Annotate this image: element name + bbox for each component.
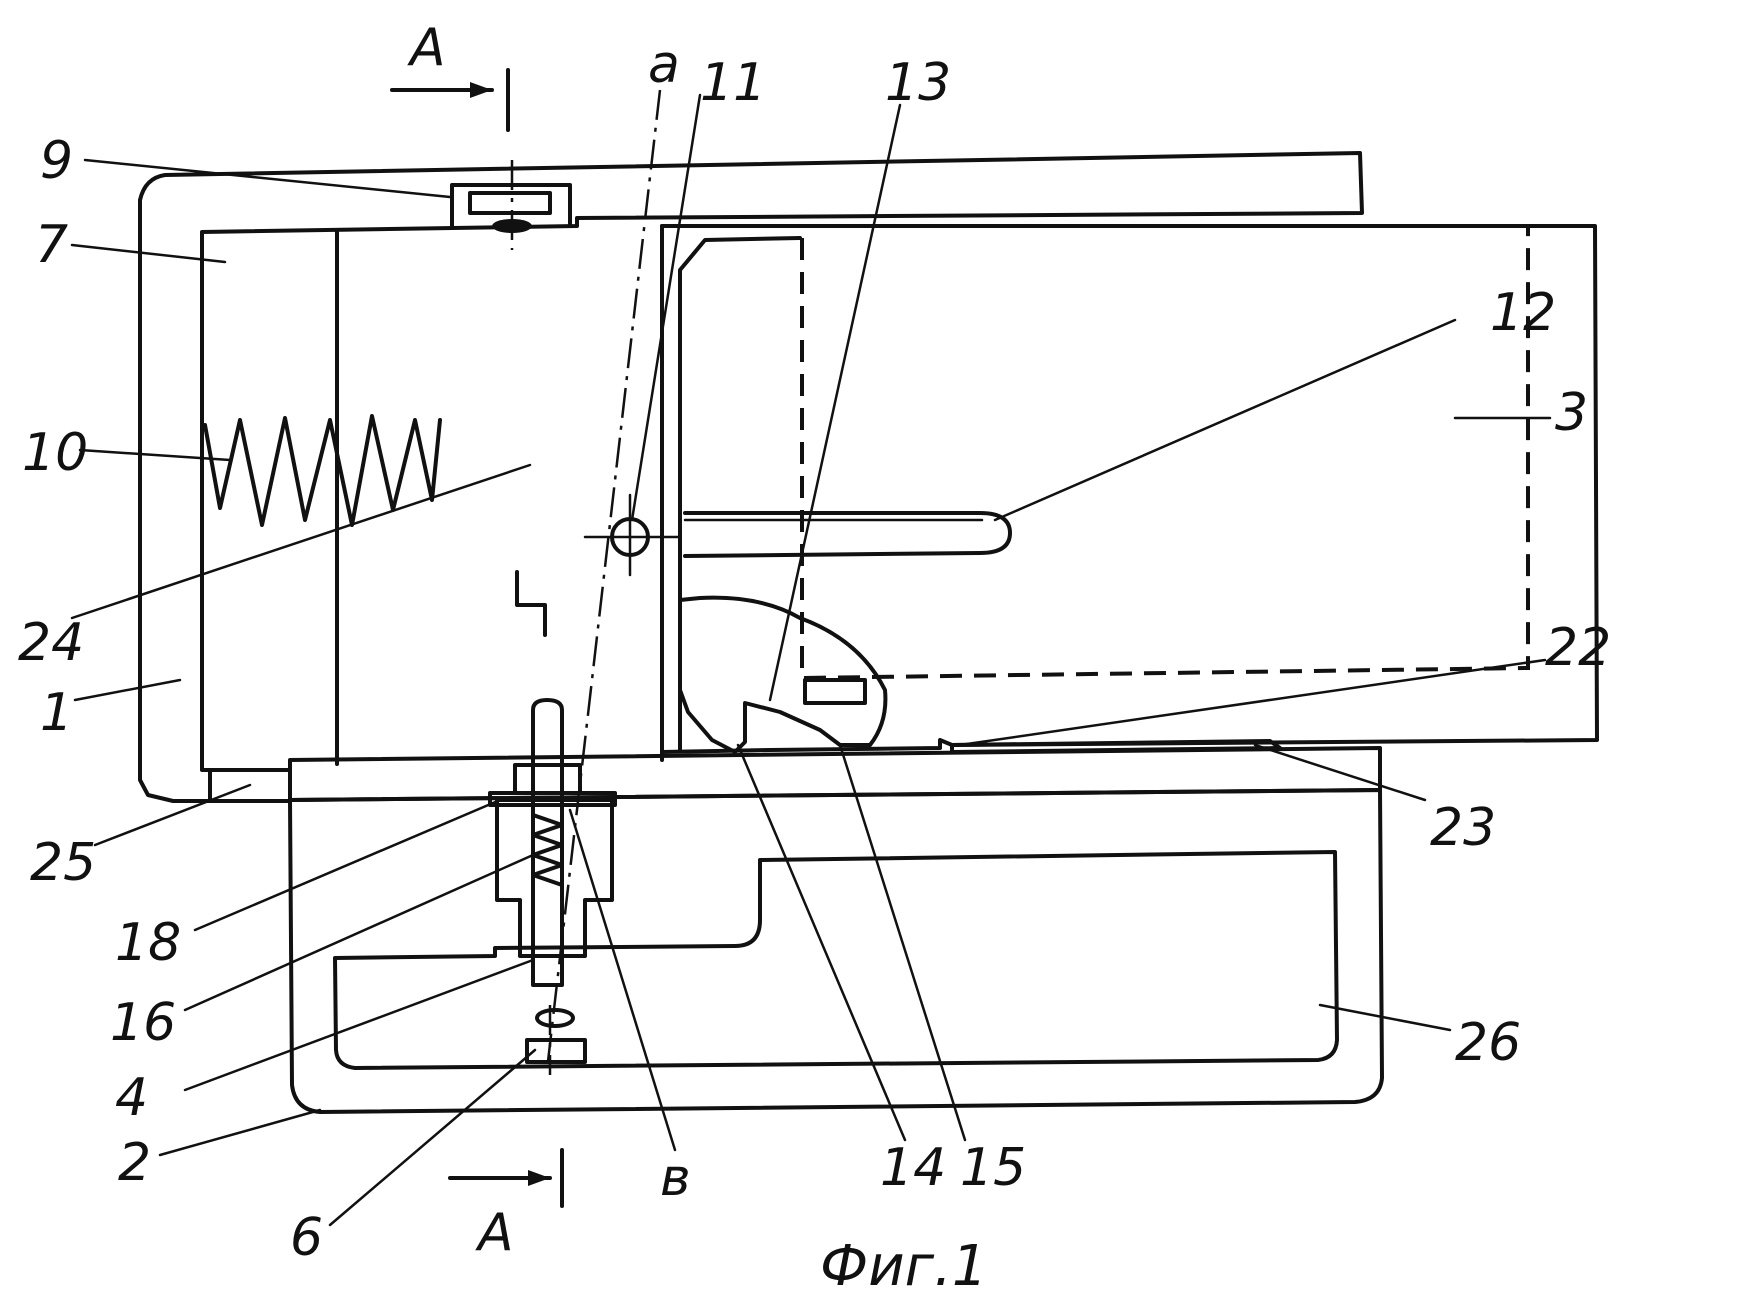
fastener-9 — [470, 193, 550, 213]
label-10: 10 — [22, 423, 88, 483]
label-25: 25 — [30, 833, 96, 893]
section-label-top: А — [407, 18, 446, 78]
label-7: 7 — [35, 215, 68, 275]
label-v: в — [660, 1148, 691, 1208]
label-3: 3 — [1555, 383, 1588, 443]
section-arrow-icon — [470, 82, 492, 98]
cavity-26 — [335, 852, 1337, 1068]
nut-18 — [515, 765, 580, 793]
block-symbol — [517, 572, 545, 635]
drawer-3-dashed — [802, 226, 1528, 678]
label-4: 4 — [115, 1068, 148, 1128]
latch-13-slot — [805, 680, 865, 703]
section-arrow-icon — [528, 1170, 550, 1186]
label-23: 23 — [1430, 798, 1496, 858]
label-2: 2 — [118, 1133, 151, 1193]
axis-a-v — [547, 90, 660, 1070]
spring-16 — [533, 815, 562, 885]
label-14: 14 — [880, 1138, 946, 1198]
figure-caption: Фиг.1 — [820, 1234, 987, 1296]
spring-10 — [205, 416, 440, 525]
label-18: 18 — [115, 913, 181, 973]
label-16: 16 — [110, 993, 176, 1053]
label-1: 1 — [40, 683, 73, 743]
label-11: 11 — [700, 53, 766, 113]
label-26: 26 — [1455, 1013, 1521, 1073]
drawer-inner-wall — [680, 238, 800, 750]
label-13: 13 — [885, 53, 951, 113]
label-6: 6 — [290, 1208, 323, 1268]
label-22: 22 — [1545, 618, 1611, 678]
label-9: 9 — [40, 131, 73, 191]
label-24: 24 — [18, 613, 84, 673]
label-12: 12 — [1490, 283, 1556, 343]
screw-6-head — [537, 1010, 573, 1026]
latch-13 — [680, 598, 885, 752]
section-label-bottom: А — [475, 1203, 514, 1263]
label-15: 15 — [960, 1138, 1026, 1198]
label-a: a — [648, 35, 680, 95]
